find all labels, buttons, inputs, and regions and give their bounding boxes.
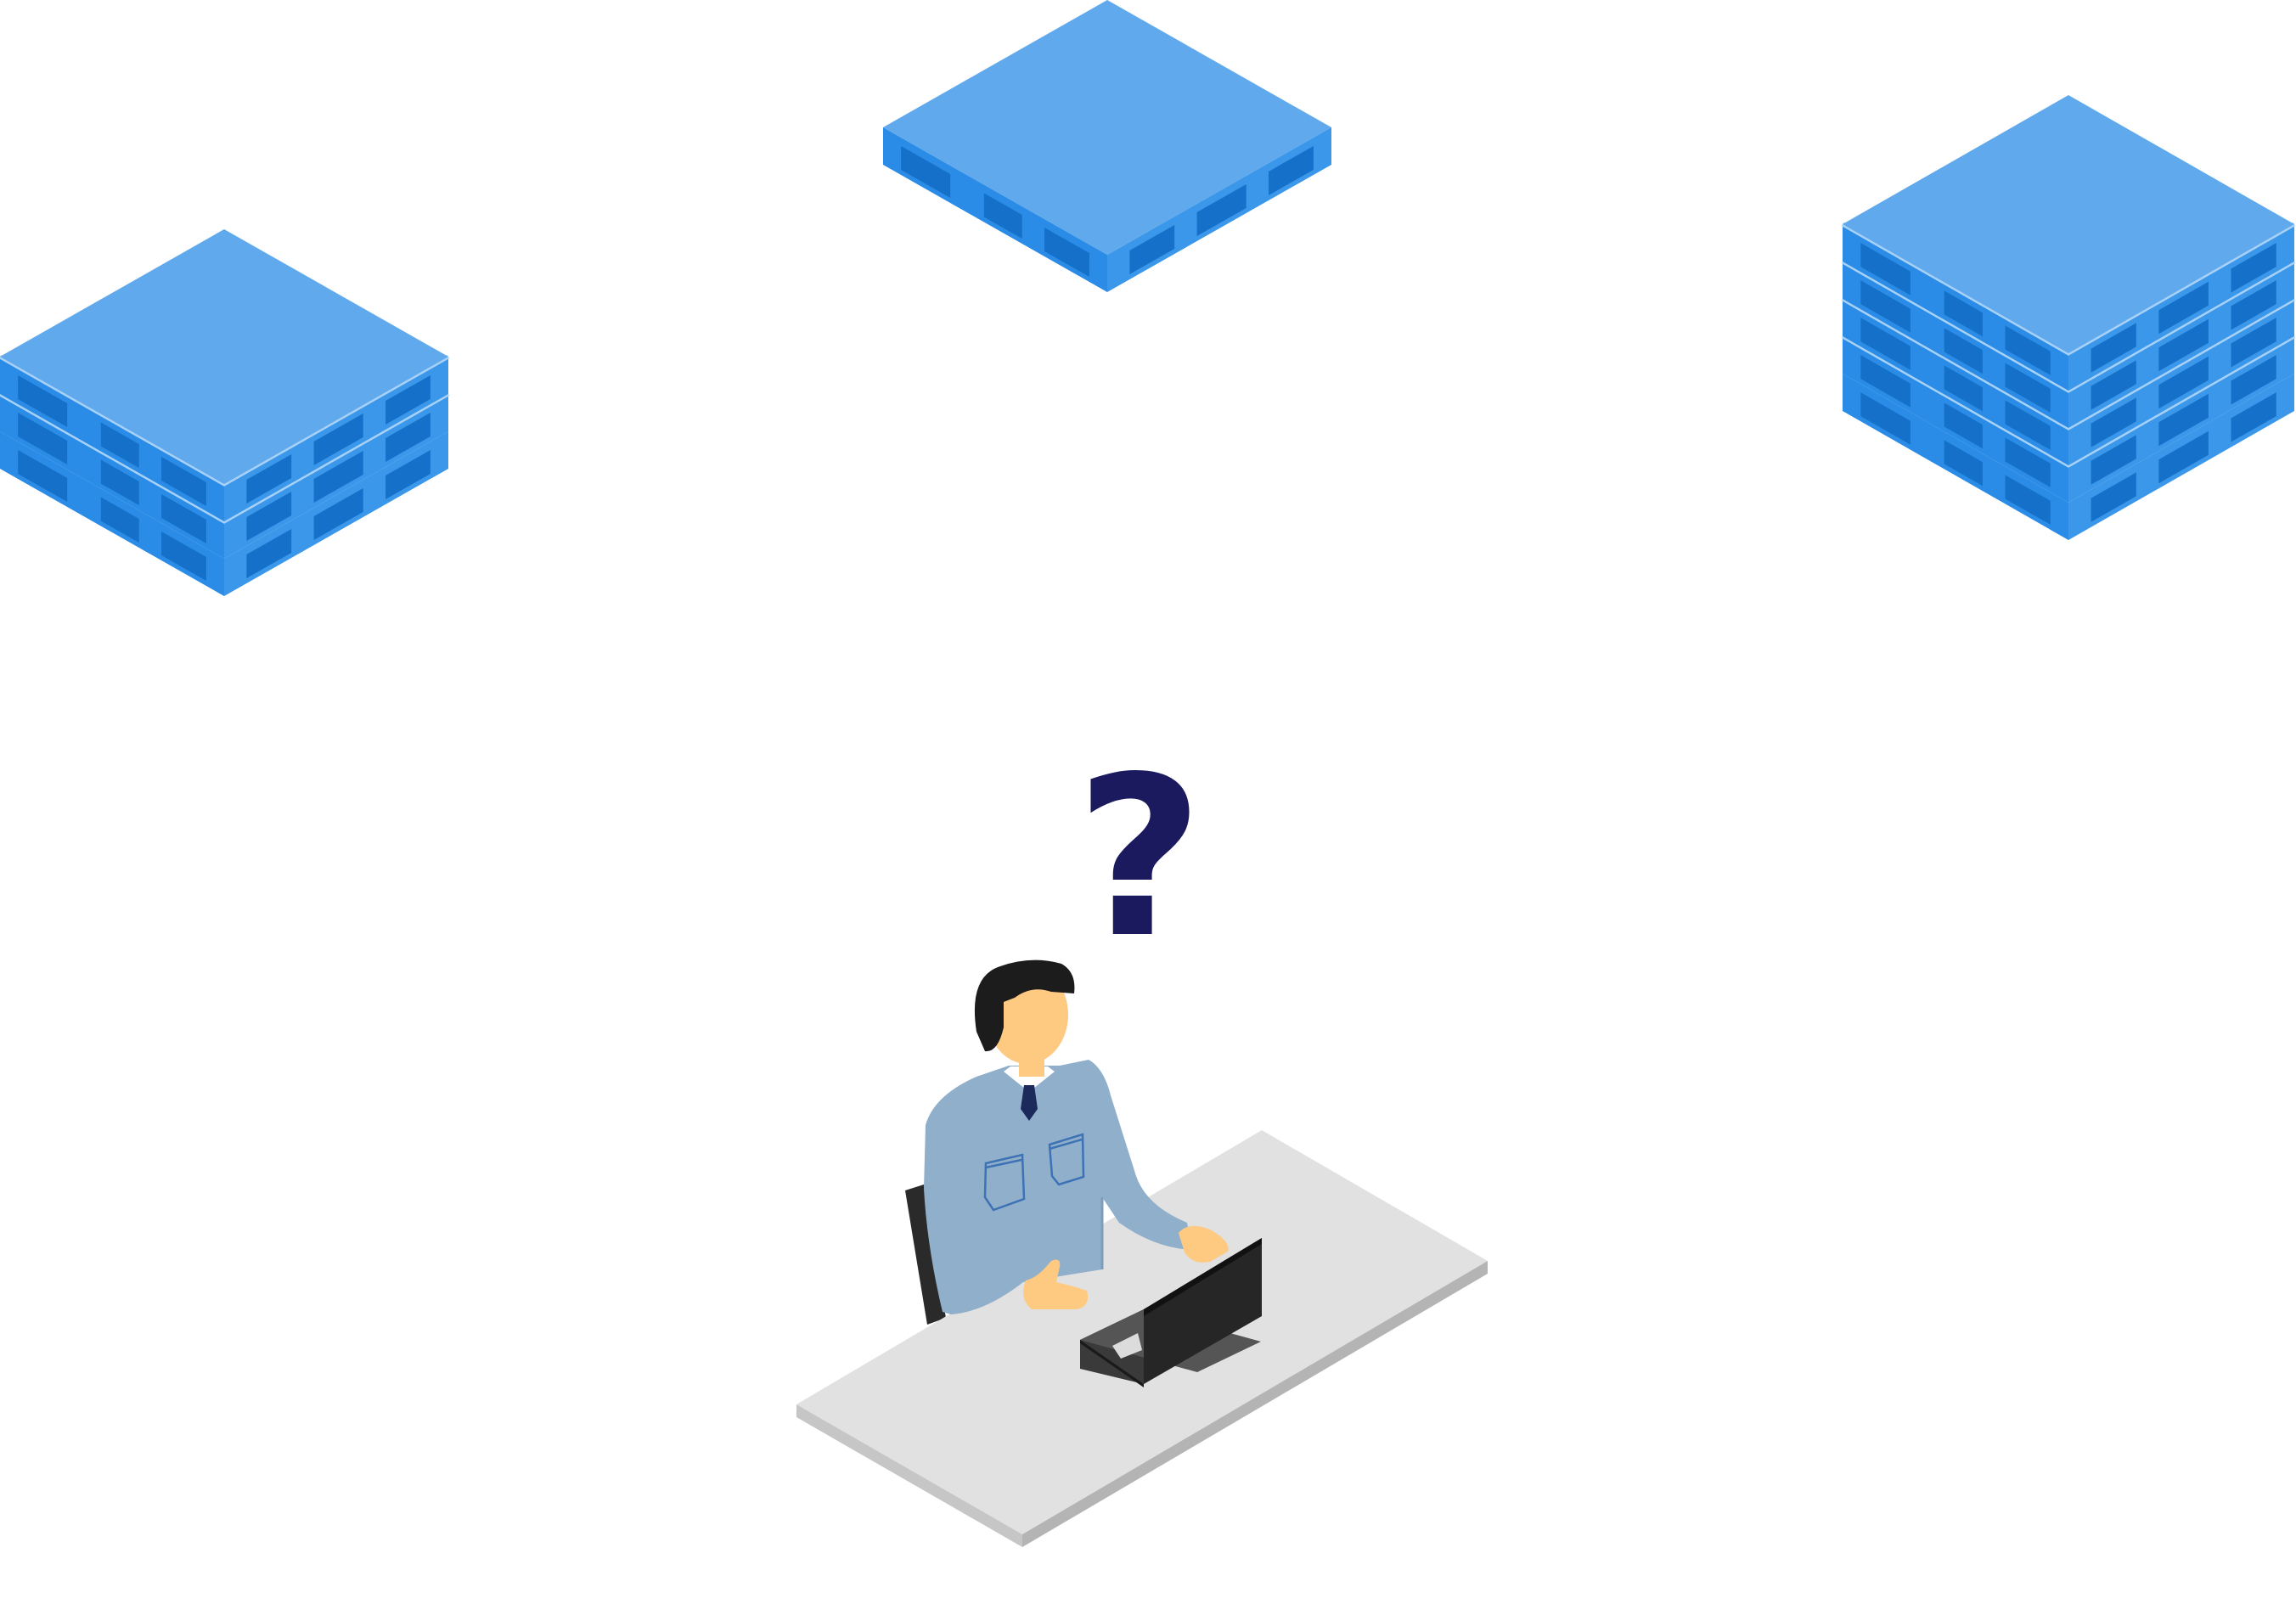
worker-at-desk-illustration xyxy=(796,959,1488,1547)
pallet-layer xyxy=(0,391,450,559)
question-mark-icon: ? xyxy=(1076,730,1204,987)
shirt-pockets xyxy=(983,1133,1085,1212)
pallet-stack-left xyxy=(0,229,450,596)
pallet-layer xyxy=(0,431,448,596)
shirt xyxy=(924,1060,1192,1314)
pallet-layer xyxy=(1841,95,2296,391)
pallet-stack-right xyxy=(1841,95,2296,540)
worker-head xyxy=(974,959,1075,1077)
pallet-stack-center xyxy=(883,0,1331,292)
worker-hand-left xyxy=(1023,1259,1089,1309)
pallet-layer xyxy=(0,229,450,521)
pallet-layer xyxy=(883,0,1331,292)
laptop xyxy=(1080,1238,1262,1387)
pallet-layer xyxy=(1843,374,2294,540)
chair xyxy=(905,1185,946,1325)
worker-hand-right xyxy=(1179,1225,1229,1263)
